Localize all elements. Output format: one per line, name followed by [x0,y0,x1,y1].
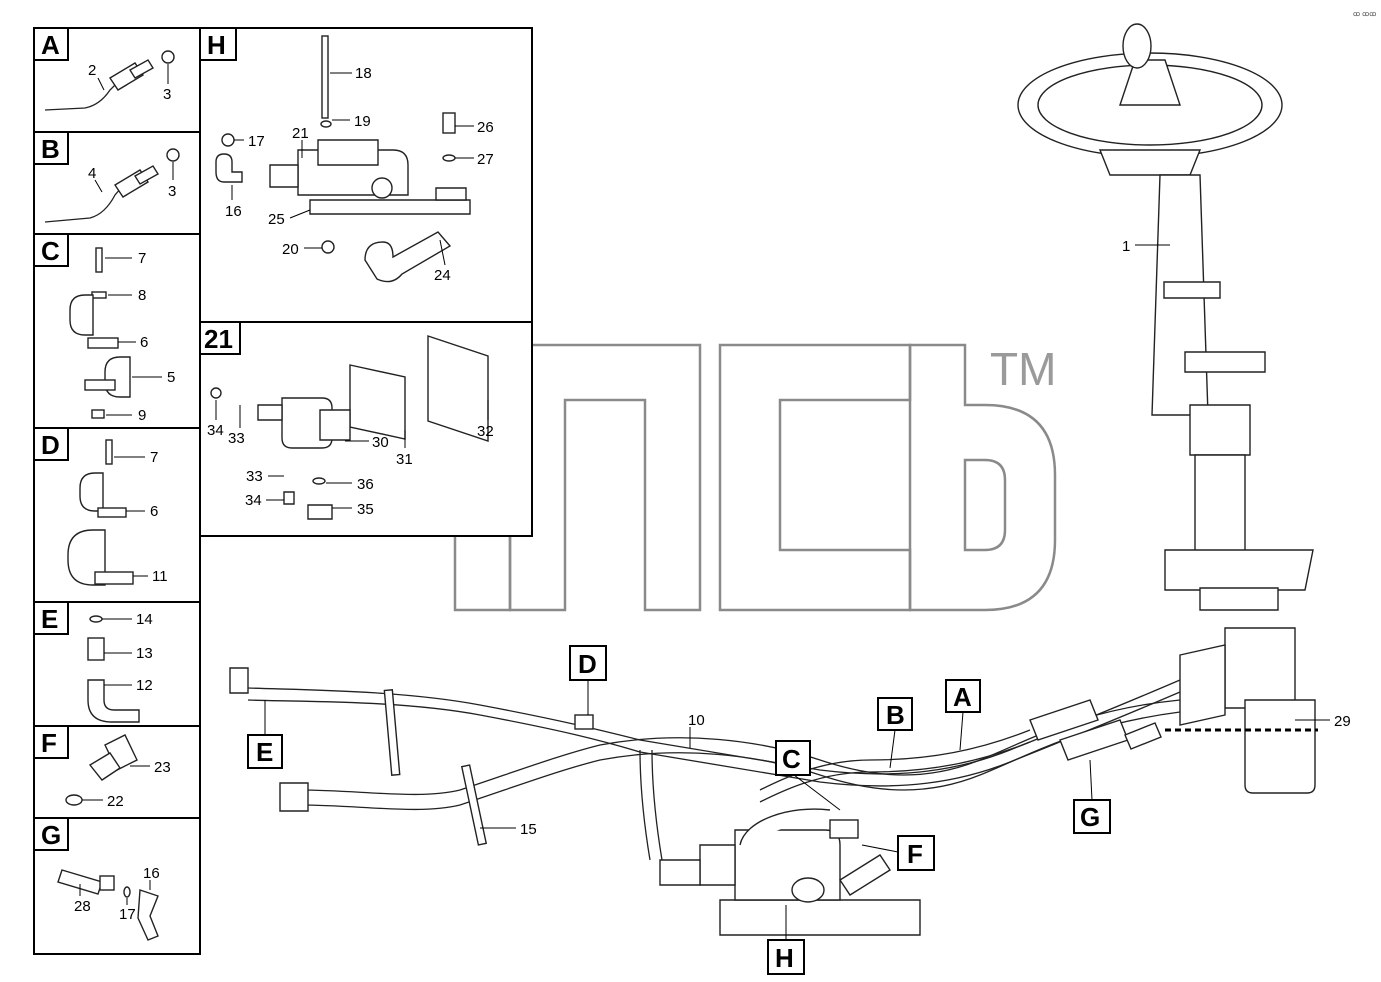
main-tag-f: F [907,839,923,869]
inset-a-tag: A [41,30,60,60]
inset-21-num-36: 36 [357,476,374,493]
inset-21-num-30: 30 [372,434,389,451]
inset-e: E 14 13 12 [33,601,201,727]
inset-h-num-18: 18 [355,65,372,82]
watermark-logo: TM [288,343,1056,612]
inset-a: A 2 3 [33,27,201,133]
inset-h-num-26: 26 [477,119,494,136]
spinner-knob [1122,23,1152,69]
inset-f-num-23: 23 [154,759,171,776]
inset-h: H 18 19 17 21 26 27 16 25 20 24 [199,27,533,323]
inset-h-num-27: 27 [477,151,494,168]
inset-c-num-6: 6 [140,334,148,351]
inset-21-num-33: 33 [228,430,245,447]
inset-h-num-25: 25 [268,211,285,228]
inset-d-num-7: 7 [150,449,158,466]
main-num-10: 10 [688,712,705,729]
main-tag-h: H [775,943,794,973]
inset-21-num-31: 31 [396,451,413,468]
inset-h-num-20: 20 [282,241,299,258]
main-tag-c: C [782,744,801,774]
inset-d-tag: D [41,430,60,460]
hydraulic-hoses: 15 10 [229,667,1181,861]
main-tags: D B A E C F G H [247,645,1111,975]
inset-21-num-34: 34 [207,422,224,439]
inset-h-num-17: 17 [248,133,265,150]
valve-block [659,808,921,936]
inset-h-num-24: 24 [434,267,451,284]
inset-f-num-22: 22 [107,793,124,810]
main-tag-b: B [886,700,905,730]
inset-21-num-35: 35 [357,501,374,518]
inset-c-num-5: 5 [167,369,175,386]
main-tag-d: D [578,649,597,679]
inset-b-num-4: 4 [88,165,96,182]
inset-h-num-16: 16 [225,203,242,220]
main-tag-g: G [1080,802,1100,832]
inset-d-num-11: 11 [152,568,168,585]
inset-21-tag: 21 [204,324,233,354]
inset-e-num-14: 14 [136,611,153,628]
main-num-1: 1 [1122,238,1130,255]
inset-b-num-3: 3 [168,183,176,200]
inset-a-num-3: 3 [163,86,171,103]
watermark-tm: TM [990,343,1056,395]
inset-c: C 7 8 6 5 9 [33,233,201,429]
inset-g: G 28 17 16 [33,817,201,955]
inset-g-num-16: 16 [143,865,160,882]
main-tag-e: E [256,737,273,767]
main-num-29: 29 [1334,713,1351,730]
inset-e-tag: E [41,604,58,634]
inset-a-num-2: 2 [88,62,96,79]
inset-21-num-34b: 34 [245,492,262,509]
inset-f: F 23 22 [33,725,201,819]
inset-b-tag: B [41,134,60,164]
inset-c-num-7: 7 [138,250,146,267]
inset-e-num-13: 13 [136,645,153,662]
inset-d: D 7 6 11 [33,427,201,603]
inset-d-num-6: 6 [150,503,158,520]
inset-h-num-21: 21 [292,125,309,142]
steering-column-assembly: 1 29 [1017,23,1351,794]
corner-mark: ꝏ ꝏꝏ [1353,11,1376,18]
steering-unit [1224,627,1296,709]
main-tag-a: A [953,682,972,712]
inset-f-tag: F [41,728,57,758]
inset-h-num-19: 19 [354,113,371,130]
main-num-15: 15 [520,821,537,838]
inset-g-num-28: 28 [74,898,91,915]
inset-h-tag: H [207,30,226,60]
inset-c-num-8: 8 [138,287,146,304]
inset-g-tag: G [41,820,61,850]
inset-c-tag: C [41,236,60,266]
inset-b: B 4 3 [33,131,201,235]
inset-g-num-17: 17 [119,906,136,923]
inset-21-num-32: 32 [477,423,494,440]
inset-e-num-12: 12 [136,677,153,694]
inset-21: 21 34 33 30 32 31 33 36 34 35 [199,321,533,537]
inset-c-num-9: 9 [138,407,146,424]
inset-21-num-33b: 33 [246,468,263,485]
